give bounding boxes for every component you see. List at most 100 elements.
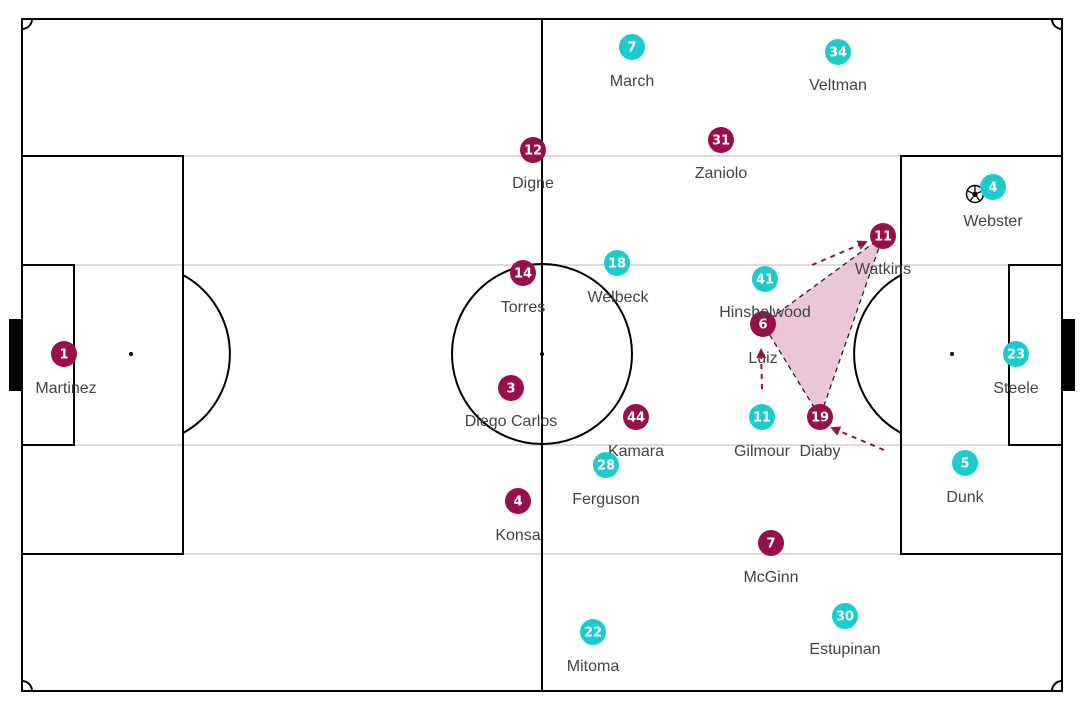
player-name: Luiz bbox=[748, 350, 777, 367]
soccer-ball-icon bbox=[965, 184, 985, 204]
player-number: 5 bbox=[960, 457, 969, 472]
player-number: 28 bbox=[597, 459, 615, 474]
player-number: 18 bbox=[608, 257, 626, 272]
left-penalty-area bbox=[21, 155, 184, 555]
home-player-circle bbox=[870, 223, 896, 249]
player-name: Veltman bbox=[809, 77, 867, 94]
player-number: 34 bbox=[829, 46, 847, 61]
away-player-circle bbox=[980, 174, 1006, 200]
away-player-circle bbox=[593, 452, 619, 478]
player-number: 22 bbox=[584, 626, 602, 641]
player-number: 1 bbox=[59, 348, 68, 363]
away-player-circle bbox=[1003, 341, 1029, 367]
center-circle bbox=[451, 263, 633, 445]
player-name: Steele bbox=[993, 380, 1038, 397]
away-player-circle bbox=[752, 266, 778, 292]
player-name: Webster bbox=[963, 213, 1023, 230]
player-number: 44 bbox=[627, 411, 645, 426]
home-player-circle bbox=[807, 404, 833, 430]
right-penalty-arc bbox=[853, 274, 902, 434]
home-player-circle bbox=[750, 311, 776, 337]
passing-triangle bbox=[762, 234, 885, 419]
away-player-circle bbox=[580, 619, 606, 645]
player-number: 11 bbox=[753, 411, 771, 426]
home-player-circle bbox=[623, 404, 649, 430]
player-number: 7 bbox=[627, 41, 636, 56]
player-number: 14 bbox=[514, 267, 532, 282]
movement-arrows bbox=[756, 240, 885, 451]
player-number: 11 bbox=[874, 230, 892, 245]
player-number: 41 bbox=[756, 273, 774, 288]
player-name: Kamara bbox=[608, 443, 664, 460]
pitch-markings bbox=[9, 18, 1075, 692]
player-number: 23 bbox=[1007, 348, 1025, 363]
player-number: 6 bbox=[758, 318, 767, 333]
away-player-circle bbox=[619, 34, 645, 60]
player-name: Gilmour bbox=[734, 443, 791, 460]
away-player-circle bbox=[952, 450, 978, 476]
corner-arc-top-right bbox=[1051, 18, 1063, 30]
player-name: Hinshelwood bbox=[719, 304, 811, 321]
player-name: Watkins bbox=[855, 261, 911, 278]
player-name: Mitoma bbox=[567, 658, 620, 675]
player-name: McGinn bbox=[743, 569, 798, 586]
home-player-circle bbox=[498, 375, 524, 401]
corner-arc-bottom-left bbox=[21, 680, 33, 692]
player-number: 4 bbox=[988, 181, 997, 196]
corner-arc-bottom-right bbox=[1051, 680, 1063, 692]
player-number: 4 bbox=[513, 495, 522, 510]
player-name: Diaby bbox=[800, 443, 841, 460]
player-name: March bbox=[610, 73, 654, 90]
player-name: Konsa bbox=[495, 527, 540, 544]
left-goal bbox=[9, 319, 22, 391]
away-player-circle bbox=[832, 603, 858, 629]
player-number: 7 bbox=[766, 537, 775, 552]
player-number: 30 bbox=[836, 610, 854, 625]
player-name: Estupinan bbox=[809, 641, 880, 658]
home-player-circle bbox=[510, 260, 536, 286]
right-penalty-spot bbox=[950, 352, 954, 356]
center-spot bbox=[540, 352, 544, 356]
home-player-circle bbox=[51, 341, 77, 367]
player-number: 12 bbox=[524, 144, 542, 159]
left-penalty-spot bbox=[129, 352, 133, 356]
away-player-circle bbox=[825, 39, 851, 65]
corner-arc-top-left bbox=[21, 18, 33, 30]
away-player-circle bbox=[749, 404, 775, 430]
player-number: 3 bbox=[506, 382, 515, 397]
player-number: 19 bbox=[811, 411, 829, 426]
left-penalty-arc bbox=[182, 274, 231, 434]
player-number: 31 bbox=[712, 134, 730, 149]
player-name: Torres bbox=[501, 299, 545, 316]
away-player-circle bbox=[604, 250, 630, 276]
player-name: Dunk bbox=[946, 489, 984, 506]
player-name: Diego Carlos bbox=[465, 413, 557, 430]
player-name: Martinez bbox=[35, 380, 96, 397]
home-player-circle bbox=[520, 137, 546, 163]
right-goal bbox=[1062, 319, 1075, 391]
